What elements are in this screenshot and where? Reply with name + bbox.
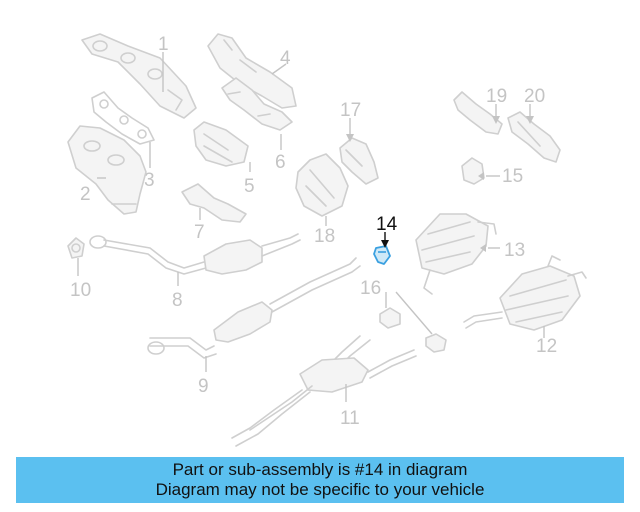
part-9-front-pipe [147, 257, 361, 359]
part-1-exhaust-manifold [81, 33, 197, 119]
label-15: 15 [502, 166, 523, 187]
label-19: 19 [486, 86, 507, 107]
exhaust-diagram: 1 3 2 4 6 5 7 [67, 33, 587, 447]
part-3-gasket [91, 91, 155, 145]
label-12: 12 [536, 336, 557, 357]
banner-line-1: Part or sub-assembly is #14 in diagram [172, 460, 468, 479]
part-2-manifold [67, 125, 147, 215]
part-20-bracket [507, 111, 561, 163]
part-12-rear-muffler [463, 255, 587, 331]
label-5: 5 [244, 176, 255, 197]
label-1: 1 [158, 34, 169, 55]
part-7-small-shield [181, 183, 247, 223]
part-8-front-pipe [89, 233, 301, 275]
part-17-shield [339, 137, 379, 185]
arrow-20 [526, 116, 534, 124]
label-7: 7 [194, 222, 205, 243]
label-11: 11 [340, 408, 360, 429]
arrow-13 [480, 244, 486, 252]
label-20: 20 [524, 86, 545, 107]
arrow-17 [346, 134, 354, 142]
part-16-clamps [379, 307, 447, 353]
part-18-heat-shield [295, 153, 349, 217]
label-2: 2 [80, 184, 91, 205]
part-15-clamp [461, 157, 485, 185]
label-16: 16 [360, 278, 381, 299]
banner-line-2: Diagram may not be specific to your vehi… [155, 480, 485, 499]
label-14: 14 [376, 214, 398, 235]
arrow-14 [381, 240, 389, 248]
label-10: 10 [70, 280, 91, 301]
part-5-shield [193, 121, 249, 167]
part-10-gasket [67, 237, 85, 259]
part-19-bracket [453, 91, 503, 135]
arrow-19 [492, 116, 500, 124]
leader-4 [271, 63, 287, 75]
part-13-muffler [415, 213, 497, 295]
label-8: 8 [172, 290, 183, 311]
label-6: 6 [275, 152, 286, 173]
label-17: 17 [340, 100, 361, 121]
label-18: 18 [314, 226, 335, 247]
label-9: 9 [198, 376, 209, 397]
label-4: 4 [280, 48, 291, 69]
label-3: 3 [144, 170, 155, 191]
part-11-center-pipe [231, 335, 417, 447]
arrow-15 [478, 172, 484, 180]
info-banner: Part or sub-assembly is #14 in diagram D… [16, 457, 624, 503]
part-14-hanger [373, 245, 391, 265]
leader-16b [395, 291, 433, 335]
label-13: 13 [504, 240, 525, 261]
part-6-bracket [221, 77, 293, 131]
